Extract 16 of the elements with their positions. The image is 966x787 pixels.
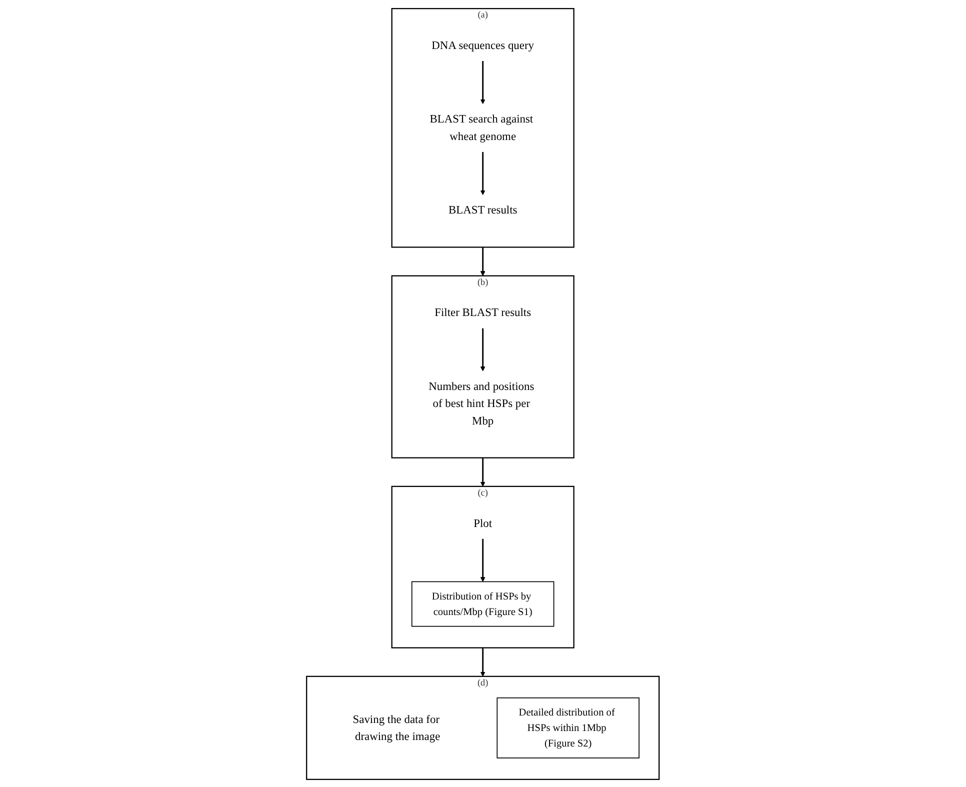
node-box: Detailed distribution of HSPs within 1Mbp (Figure S2) <box>496 696 640 758</box>
arrow <box>480 538 486 582</box>
arrow <box>480 457 486 486</box>
node-text: Numbers and positions of best hint HSPs per Mbp <box>428 380 534 427</box>
arrow <box>480 328 486 371</box>
node-text: Saving the data for drawing the image <box>352 712 440 742</box>
node-box: Distribution of HSPs by counts/Mbp (Figure S1) <box>412 580 554 626</box>
arrow <box>480 246 486 276</box>
arrow <box>480 647 486 676</box>
node-text: BLAST search against wheat genome <box>430 112 534 142</box>
arrow <box>480 60 486 104</box>
node-text: DNA sequences query <box>432 38 534 52</box>
arrow <box>480 151 486 195</box>
node-text: Plot <box>474 516 492 530</box>
node-text: BLAST results <box>448 204 518 216</box>
node-text: Filter BLAST results <box>434 306 532 319</box>
